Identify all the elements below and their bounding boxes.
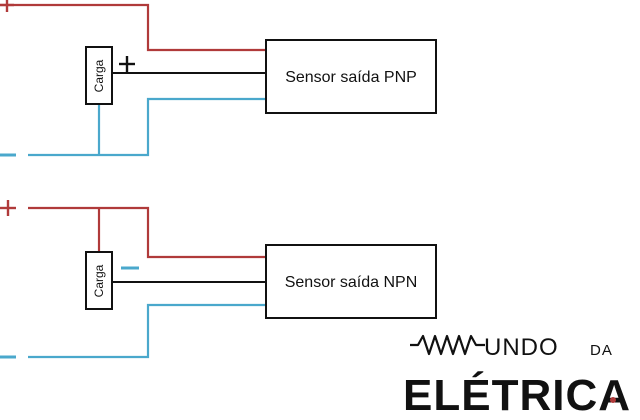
pnp-circuit: Carga Sensor saída PNP bbox=[0, 0, 437, 157]
pnp-load-label: Carga bbox=[92, 59, 106, 92]
logo-word-undo: UNDO bbox=[484, 334, 559, 361]
pnp-sensor-box bbox=[265, 39, 437, 114]
npn-sensor-box bbox=[265, 244, 437, 319]
npn-sensor-label: Sensor saída NPN bbox=[285, 274, 418, 291]
npn-load-label: Carga bbox=[92, 264, 106, 297]
logo-word-da: DA bbox=[590, 342, 613, 359]
logo-word-eletrica: ELÉTRICA bbox=[403, 370, 631, 420]
npn-load-box bbox=[85, 251, 113, 310]
pnp-load-plus-sign bbox=[119, 56, 135, 72]
sine-wave-icon bbox=[410, 334, 485, 356]
npn-circuit: Carga Sensor saída NPN bbox=[0, 200, 437, 359]
npn-positive-wire bbox=[28, 206, 266, 259]
npn-supply-positive-sign bbox=[0, 200, 16, 216]
mundo-da-eletrica-logo: UNDO DA ELÉTRICA bbox=[403, 334, 631, 420]
pnp-load-box bbox=[85, 46, 113, 105]
pnp-sensor-label: Sensor saída PNP bbox=[285, 69, 417, 86]
logo-red-dot bbox=[610, 397, 616, 403]
pnp-positive-wire bbox=[0, 3, 266, 52]
pnp-negative-wire bbox=[28, 97, 266, 157]
npn-negative-wire bbox=[28, 303, 266, 359]
pnp-supply-positive-sign bbox=[0, 0, 14, 12]
